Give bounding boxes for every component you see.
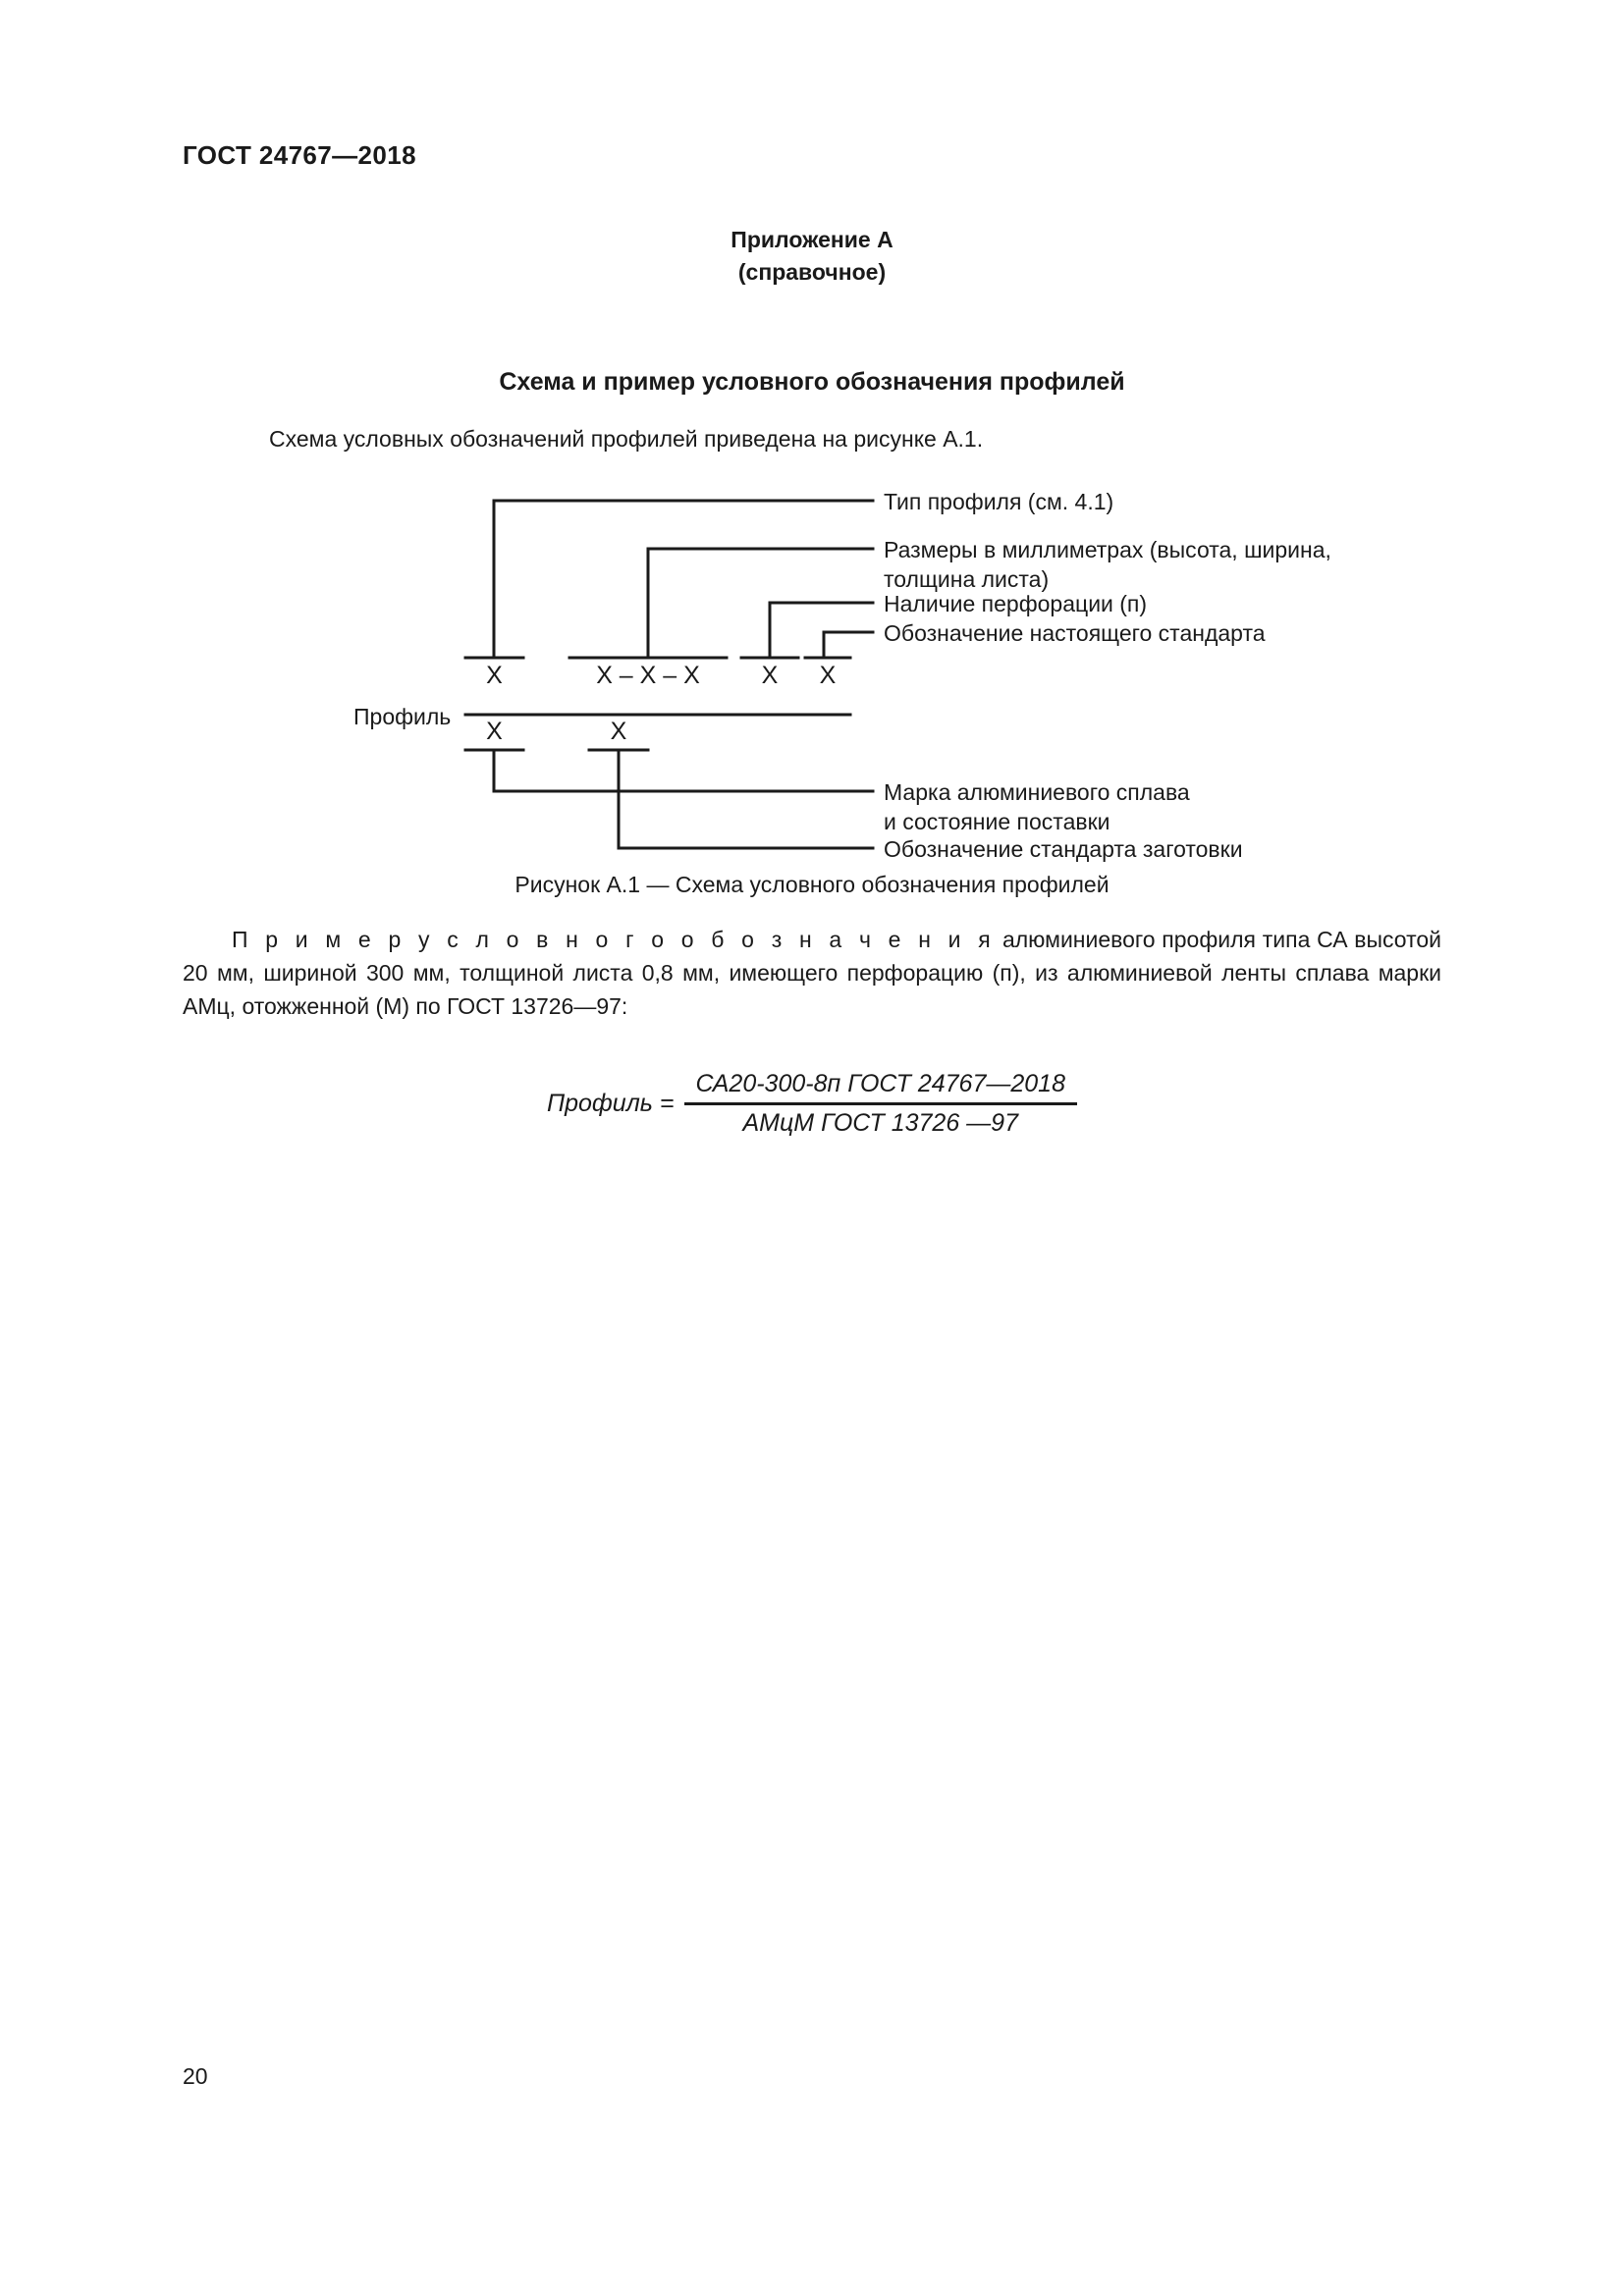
scheme-numerator-cell-2: X – X – X [596, 662, 700, 689]
intro-paragraph: Схема условных обозначений профилей прив… [269, 426, 984, 452]
scheme-profile-label: Профиль [353, 704, 452, 729]
formula-denominator: АМцМ ГОСТ 13726 —97 [742, 1109, 1019, 1137]
formula-numerator: СА20-300-8п ГОСТ 24767—2018 [695, 1070, 1065, 1097]
example-lead-in: П р и м е р у с л о в н о г о о б о з н … [232, 927, 997, 952]
figure-caption: Рисунок А.1 — Схема условного обозначени… [514, 872, 1110, 897]
section-title: Схема и пример условного обозначения про… [499, 368, 1125, 396]
designation-formula: Профиль = СА20-300-8п ГОСТ 24767—2018 АМ… [0, 1070, 1624, 1138]
scheme-callout-blank-standard: Обозначение стандарта заготовки [884, 836, 1243, 862]
formula-fraction-bar [683, 1102, 1077, 1105]
running-header-standard-number: ГОСТ 24767—2018 [183, 140, 416, 170]
formula-fraction: СА20-300-8п ГОСТ 24767—2018 АМцМ ГОСТ 13… [683, 1070, 1077, 1138]
example-body-text: алюминиевого профиля типа СА высотой 20 … [183, 927, 1441, 1019]
scheme-leader-lines [463, 499, 875, 850]
formula-left-hand-side: Профиль = [547, 1090, 675, 1117]
scheme-callout-present-standard: Обозначение настоящего стандарта [884, 620, 1266, 646]
scheme-callout-profile-type: Тип профиля (см. 4.1) [884, 489, 1114, 514]
appendix-title: Приложение А [731, 227, 893, 252]
scheme-numerator-cell-3: X [761, 662, 779, 689]
figure-a1-scheme: X X – X – X X X X X Профиль Тип профиля … [0, 479, 1624, 862]
scheme-denominator-cell-1: X [486, 718, 503, 745]
appendix-heading-block: Приложение А (справочное) [0, 224, 1624, 289]
example-paragraph: П р и м е р у с л о в н о г о о б о з н … [183, 923, 1441, 1023]
page-number: 20 [183, 2063, 208, 2089]
scheme-callout-perforation: Наличие перфорации (п) [884, 591, 1148, 616]
scheme-numerator-cell-1: X [486, 662, 503, 689]
scheme-numerator-cell-4: X [819, 662, 837, 689]
scheme-callout-alloy-grade-line2: и состояние поставки [884, 809, 1110, 834]
scheme-denominator-cell-2: X [610, 718, 627, 745]
scheme-callout-dimensions-line1: Размеры в миллиметрах (высота, ширина, [884, 537, 1331, 562]
appendix-subtitle: (справочное) [737, 259, 887, 285]
scheme-callout-dimensions-line2: толщина листа) [884, 566, 1050, 592]
scheme-callout-alloy-grade-line1: Марка алюминиевого сплава [884, 779, 1190, 805]
